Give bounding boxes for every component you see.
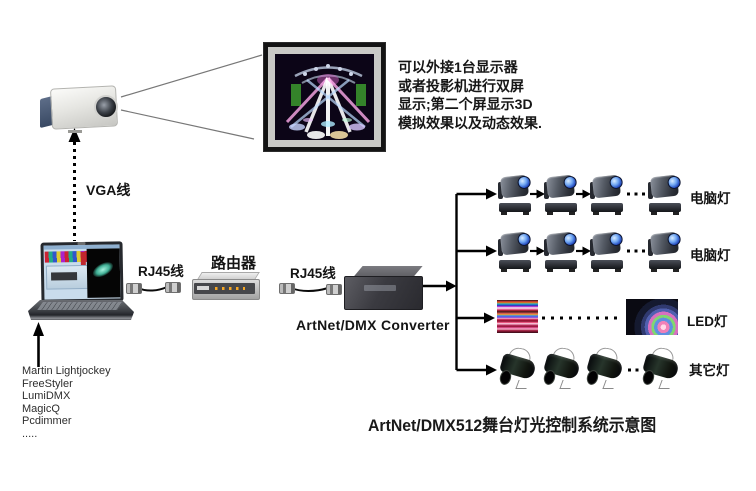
software-item: .....: [22, 427, 38, 440]
note-line: 或者投影机进行双屏: [398, 77, 524, 94]
led-strip-image: [497, 300, 538, 333]
rj45-connector-icon: [279, 283, 295, 294]
moving-head-light-icon: [498, 174, 532, 215]
software-item: LumiDMX: [22, 390, 71, 403]
diagram-title: ArtNet/DMX512舞台灯光控制系统示意图: [368, 416, 657, 435]
arrow-right-icon: [486, 245, 497, 257]
moving-head-light-icon: [648, 174, 682, 215]
lens-icon: [666, 232, 682, 247]
note-line: 模拟效果以及动态效果.: [398, 114, 542, 131]
row-label-computer-light-2: 电脑灯: [690, 248, 731, 263]
software-dark-panel: [51, 272, 78, 281]
par-can-light-icon: [585, 346, 625, 389]
lens-icon: [516, 175, 532, 190]
vga-cable-label: VGA线: [86, 182, 131, 198]
rj45-cable-label-right: RJ45线: [290, 266, 336, 281]
beam-line: [120, 54, 263, 98]
external-monitor-icon: [263, 42, 386, 152]
rj45-connector-icon: [326, 284, 342, 295]
visualizer-stage-glow: [90, 259, 116, 281]
software-item: Pcdimmer: [22, 415, 72, 428]
moving-head-light-icon: [590, 174, 624, 215]
laptop-lid: [40, 241, 124, 303]
moving-head-light-icon: [590, 231, 624, 272]
moving-head-light-icon: [498, 231, 532, 272]
projector-foot: [68, 130, 82, 133]
software-list: Martin Lightjockey FreeStyler LumiDMX Ma…: [22, 365, 111, 441]
row-label-other-light: 其它灯: [689, 363, 730, 378]
arrow-up-icon: [33, 322, 44, 336]
arrow-right-icon: [486, 364, 497, 376]
stage-preview-graphic: [285, 64, 371, 139]
rj45-cable-line: [290, 287, 329, 292]
beam-line: [120, 109, 255, 140]
router-led-indicators: [215, 287, 245, 290]
row-label-computer-light-1: 电脑灯: [690, 191, 731, 206]
note-line: 可以外接1台显示器: [398, 59, 518, 75]
laptop-keyboard: [37, 302, 123, 310]
lens-icon: [562, 175, 578, 190]
arrow-right-icon: [484, 312, 495, 324]
projector-icon: [38, 82, 120, 134]
rj45-connector-icon: [126, 283, 142, 294]
router-label: 路由器: [211, 255, 257, 272]
visualizer-window: [86, 248, 121, 298]
par-can-light-icon: [498, 346, 538, 389]
laptop-icon: [28, 240, 136, 322]
par-can-light-icon: [542, 346, 582, 389]
moving-head-light-icon: [544, 231, 578, 272]
converter-label: ArtNet/DMX Converter: [296, 317, 450, 333]
arrow-right-icon: [486, 188, 497, 200]
converter-brand-mark: [364, 285, 396, 291]
led-screen-image: [626, 299, 678, 335]
rj45-cable-line: [137, 286, 168, 292]
moving-head-light-icon: [648, 231, 682, 272]
lens-icon: [516, 232, 532, 247]
monitor-note: 可以外接1台显示器 或者投影机进行双屏 显示;第二个屏显示3D 模拟效果以及动态…: [398, 58, 542, 132]
par-can-light-icon: [641, 346, 681, 389]
software-item: MagicQ: [22, 402, 60, 415]
lens-icon: [608, 232, 624, 247]
software-item: FreeStyler: [22, 377, 73, 390]
laptop-screen: [43, 244, 121, 300]
software-item: Martin Lightjockey: [22, 365, 111, 377]
router-icon: [192, 272, 260, 303]
note-line: 显示;第二个屏显示3D: [398, 96, 533, 112]
rj45-cable-label-left: RJ45线: [138, 264, 184, 279]
row-label-led-light: LED灯: [687, 314, 728, 329]
monitor-bezel: [268, 47, 381, 147]
router-brand-tag: [197, 286, 209, 290]
moving-head-light-icon: [544, 174, 578, 215]
artnet-dmx-converter-icon: [344, 266, 423, 310]
lens-icon: [562, 232, 578, 247]
lens-icon: [666, 175, 682, 190]
projector-lens-icon: [94, 95, 118, 119]
rj45-connector-icon: [165, 282, 181, 293]
arrow-right-icon: [446, 280, 457, 292]
lens-icon: [608, 175, 624, 190]
converter-body: [344, 276, 423, 310]
stage-3d-preview-image: [275, 54, 374, 140]
